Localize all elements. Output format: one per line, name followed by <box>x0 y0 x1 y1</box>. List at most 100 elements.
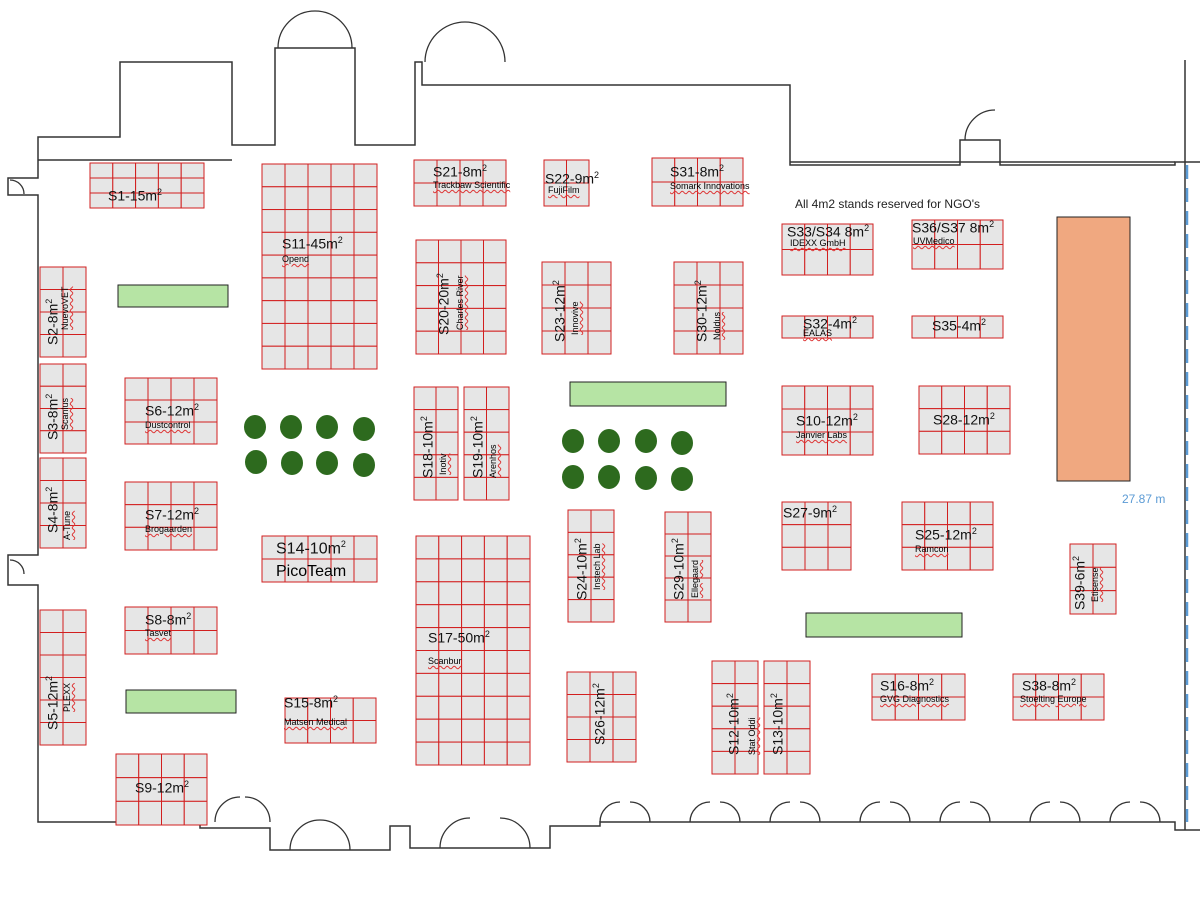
stand-s29[interactable] <box>664 511 712 623</box>
stand-size: 12m <box>825 412 853 429</box>
stand-s2[interactable] <box>39 266 87 358</box>
stand-s13[interactable] <box>763 660 811 775</box>
stand-separator: - <box>827 315 833 332</box>
stand-cell <box>261 322 286 347</box>
stand-s15[interactable] <box>284 697 377 744</box>
stand-cell <box>687 533 712 557</box>
stand-s27[interactable] <box>781 501 852 571</box>
stand-cell <box>461 581 485 606</box>
tree-icon <box>353 417 375 441</box>
stand-cell <box>786 660 811 685</box>
stand-cell <box>435 386 459 411</box>
stand-s26[interactable] <box>566 671 637 763</box>
stand-cell <box>827 546 852 571</box>
stand-cell <box>786 683 811 707</box>
stand-s20[interactable] <box>415 239 507 355</box>
stand-s39[interactable] <box>1069 543 1117 615</box>
stand-s17[interactable] <box>415 535 531 766</box>
stand-cell <box>911 244 936 270</box>
stand-cell <box>719 261 744 286</box>
stand-s18[interactable] <box>413 386 459 501</box>
stand-cell <box>115 753 140 779</box>
stand-s25[interactable] <box>901 501 994 571</box>
stand-cell <box>353 209 378 233</box>
area-exponent: 2 <box>44 298 54 304</box>
stand-s10[interactable] <box>781 385 874 456</box>
stand-cell <box>415 581 440 606</box>
stand-s1[interactable] <box>89 162 205 209</box>
stand-label: S32-4m2 <box>803 316 857 331</box>
stand-cell <box>62 525 87 549</box>
stand-s11[interactable] <box>261 163 378 370</box>
stand-id: S17 <box>428 629 453 646</box>
stand-cell <box>918 430 943 455</box>
stand-separator: - <box>1071 580 1088 586</box>
stand-s33-s34[interactable] <box>781 223 874 276</box>
stand-separator: - <box>469 448 486 454</box>
stand-s35[interactable] <box>911 315 1004 339</box>
stand-cell <box>62 722 87 746</box>
stand-id: S27 <box>783 504 808 521</box>
stand-cell <box>804 546 829 571</box>
stand-cell <box>180 177 205 194</box>
stand-separator: - <box>162 506 167 523</box>
stand-cell <box>353 322 378 347</box>
stand-cell <box>463 476 487 501</box>
stand-cell <box>964 430 988 455</box>
area-exponent: 2 <box>184 779 190 789</box>
stand-label: S33/S34 8m2 <box>787 224 869 239</box>
tree-icon <box>244 415 266 439</box>
stand-cell <box>612 739 637 763</box>
company-name: EALAS <box>803 328 833 338</box>
stand-s23[interactable] <box>541 261 612 355</box>
stand-size: 4m <box>961 317 982 334</box>
stand-s6[interactable] <box>124 377 218 445</box>
stand-s19[interactable] <box>463 386 510 501</box>
stand-size: 8m <box>909 677 930 694</box>
stand-s30[interactable] <box>673 261 744 355</box>
stand-cell <box>849 431 874 456</box>
stand-s5[interactable] <box>39 609 87 746</box>
stand-s14[interactable] <box>261 535 378 583</box>
stand-size: 10m <box>725 698 742 726</box>
stand-separator: - <box>162 402 167 419</box>
stand-cell <box>62 480 87 504</box>
stand-s3[interactable] <box>39 363 87 454</box>
stand-cell <box>415 558 440 583</box>
company-name: A-Tune <box>62 510 72 540</box>
stand-s4[interactable] <box>39 457 87 549</box>
area-exponent: 2 <box>44 675 54 681</box>
stand-cell <box>112 162 137 179</box>
stand-s7[interactable] <box>124 481 218 551</box>
stand-s38[interactable] <box>1012 673 1105 721</box>
area-exponent: 2 <box>337 235 343 245</box>
stand-size: 8m <box>844 223 865 240</box>
stand-cell <box>307 345 332 370</box>
stand-cell <box>353 186 378 211</box>
stand-s9[interactable] <box>115 753 208 826</box>
stand-s12[interactable] <box>711 660 759 775</box>
stand-s32[interactable] <box>781 315 874 339</box>
stand-s24[interactable] <box>567 509 615 623</box>
stand-id: S9 <box>135 779 153 796</box>
stand-id: S26 <box>591 720 608 745</box>
stand-cell <box>138 753 162 779</box>
stand-cell <box>438 239 462 264</box>
stand-id: S31 <box>670 163 695 180</box>
stand-s28[interactable] <box>918 385 1011 455</box>
stand-cell <box>941 430 965 455</box>
stand-label: S38-8m2 <box>1022 678 1076 693</box>
stand-cell <box>330 300 355 324</box>
stand-s31[interactable] <box>651 157 744 207</box>
stand-s21[interactable] <box>413 159 507 207</box>
stand-s36-s37[interactable] <box>911 219 1004 270</box>
stand-id: S33/S34 <box>787 223 841 240</box>
company-name: Ellegaard <box>690 559 700 598</box>
stand-label: S8-8m2 <box>145 612 191 627</box>
stand-s16[interactable] <box>871 673 966 721</box>
tree-icon <box>353 453 375 477</box>
stand-s8[interactable] <box>124 606 218 655</box>
stand-s22[interactable] <box>543 159 590 207</box>
area-exponent: 2 <box>989 411 995 421</box>
area-exponent: 2 <box>469 416 479 422</box>
